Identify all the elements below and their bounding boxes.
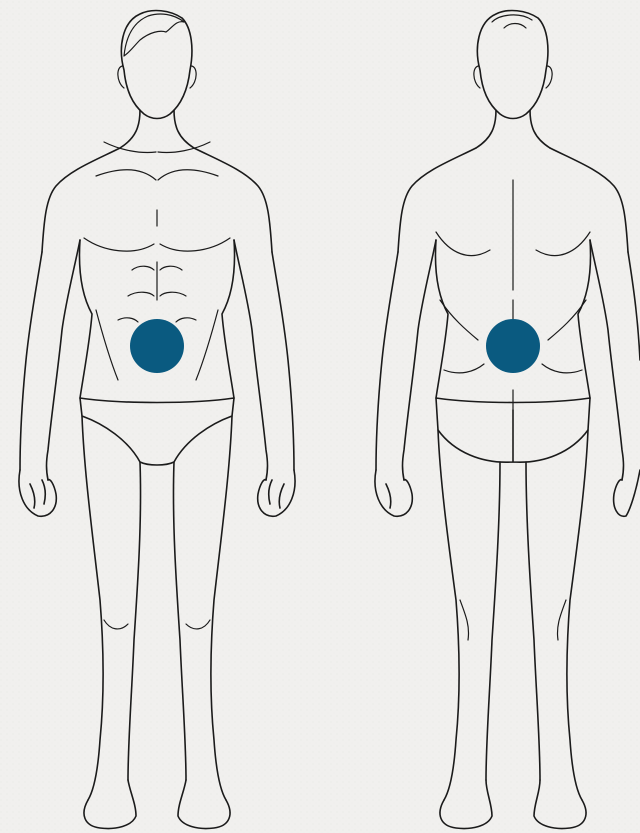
back-lower-back-marker <box>486 319 540 373</box>
front-lower-abdomen-marker <box>130 319 184 373</box>
